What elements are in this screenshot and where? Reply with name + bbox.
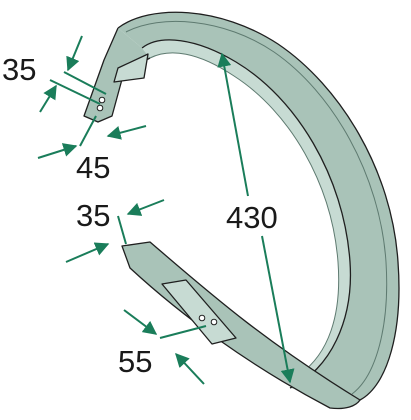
dim-arrow-top-width-b xyxy=(39,84,57,113)
dim-ext-bottom-width xyxy=(117,215,127,245)
dim-arrow-overall-up xyxy=(217,52,249,197)
band-outer-body xyxy=(118,12,399,400)
top-hole-2 xyxy=(96,104,104,112)
band-outline-inner xyxy=(141,39,352,389)
dim-arrow-bottom-width-b xyxy=(126,199,165,216)
dimension-labels: 35 45 35 430 55 xyxy=(2,52,278,379)
dim-ext-top-width-2 xyxy=(63,71,107,95)
band-rib-line-2 xyxy=(125,20,388,395)
band-top-lip-outline xyxy=(113,53,149,83)
dim-ext-top-hole xyxy=(79,115,97,147)
band-bottom-strip xyxy=(122,242,360,409)
dim-arrow-top-width-a xyxy=(66,35,83,72)
band-bottom-plate xyxy=(162,280,236,344)
dimension-lines xyxy=(37,35,295,385)
band-bottom-plate-outline xyxy=(161,279,237,345)
dim-arrow-top-hole-b xyxy=(106,125,147,140)
band-outline-outer xyxy=(117,11,400,401)
dim-arrow-bottom-hole-a xyxy=(123,309,158,335)
band-rib-line xyxy=(149,52,340,375)
band-inner-face xyxy=(142,39,351,389)
label-overall-length: 430 xyxy=(226,200,278,235)
top-hole-1 xyxy=(98,96,106,104)
label-bottom-end-hole-offset: 55 xyxy=(118,344,152,379)
label-top-end-hole-offset: 45 xyxy=(76,150,110,185)
dim-arrow-top-hole-a xyxy=(37,143,78,159)
band-top-lip xyxy=(114,54,148,82)
dim-arrow-overall-down xyxy=(261,235,295,384)
dim-ext-bottom-hole xyxy=(159,325,207,339)
dim-arrow-bottom-width-a xyxy=(65,242,110,263)
bottom-hole-2 xyxy=(210,318,218,326)
bottom-hole-1 xyxy=(198,314,206,322)
label-bottom-end-width: 35 xyxy=(76,198,110,233)
steel-band xyxy=(83,11,400,410)
dim-ext-top-width xyxy=(49,79,101,105)
dim-arrow-bottom-hole-b xyxy=(175,352,205,385)
label-top-end-width: 35 xyxy=(2,52,36,87)
